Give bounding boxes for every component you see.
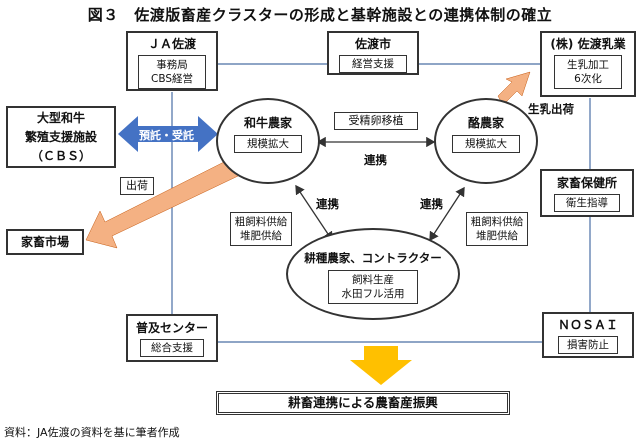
shipment-box: 出荷 [120, 177, 154, 195]
result-arrow [350, 346, 412, 385]
node-health-center-line1: 衛生指導 [566, 197, 608, 209]
feed-supply-left: 粗飼料供給 堆肥供給 [230, 212, 292, 246]
node-nosai-title: ＮＯＳＡＩ [557, 318, 618, 332]
figure-title: 図３ 佐渡版畜産クラスターの形成と基幹施設との連携体制の確立 [87, 6, 553, 24]
link-label-right: 連携 [420, 197, 443, 211]
node-sado-nyugyo-title: (株) 佐渡乳業 [550, 37, 626, 51]
node-health-center: 家畜保健所 衛生指導 [540, 169, 634, 217]
shipment-label: 出荷 [126, 179, 148, 192]
node-dairy-box: 規模拡大 [452, 135, 520, 153]
node-sado-nyugyo-box: 生乳加工 6次化 [554, 55, 622, 89]
result-label: 耕畜連携による農畜産振興 [288, 395, 438, 410]
link-arrow-right [429, 186, 465, 242]
node-ja-sado-box: 事務局 CBS経営 [138, 55, 206, 89]
entrust-label: 預託・受託 [139, 129, 194, 142]
node-nosai-line1: 損害防止 [567, 339, 609, 351]
node-ja-sado-title: ＪＡ佐渡 [147, 37, 196, 51]
node-sado-city: 佐渡市 経営支援 [327, 31, 419, 75]
node-cbs-line1: 大型和牛 [36, 111, 85, 125]
feed-supply-right-line2: 堆肥供給 [476, 230, 518, 242]
result-box: 耕畜連携による農畜産振興 [216, 391, 510, 415]
node-crop-box: 飼料生産 水田フル活用 [328, 270, 418, 304]
link-arrow-left [295, 184, 333, 242]
node-wagyu-title: 和牛農家 [243, 116, 292, 130]
embryo-transfer-box: 受精卵移植 [334, 112, 418, 130]
node-wagyu-box: 規模拡大 [234, 135, 302, 153]
link-label-top: 連携 [364, 153, 387, 167]
node-sado-city-box: 経営支援 [339, 55, 407, 73]
node-livestock-market-title: 家畜市場 [20, 235, 69, 249]
node-sado-city-title: 佐渡市 [354, 37, 391, 51]
node-nosai-box: 損害防止 [558, 336, 618, 354]
node-ja-sado-line2: CBS経営 [150, 73, 193, 85]
node-extension-center: 普及センター 総合支援 [126, 314, 218, 362]
node-sado-nyugyo-line2: 6次化 [574, 73, 602, 85]
milk-shipment-label: 生乳出荷 [528, 102, 574, 116]
node-cbs-line2: 繁殖支援施設 [24, 130, 97, 144]
shipment-arrow [85, 159, 239, 249]
node-ja-sado-line1: 事務局 [156, 59, 188, 71]
feed-supply-right: 粗飼料供給 堆肥供給 [466, 212, 528, 246]
node-extension-center-title: 普及センター [135, 321, 208, 335]
node-crop-farmers: 耕種農家、コントラクター 飼料生産 水田フル活用 [286, 228, 460, 320]
node-health-center-box: 衛生指導 [554, 194, 620, 212]
feed-supply-left-line2: 堆肥供給 [240, 230, 282, 242]
node-wagyu-line1: 規模拡大 [247, 138, 289, 150]
entrust-arrow [118, 116, 218, 152]
node-dairy-farmers: 酪農家 規模拡大 [434, 98, 538, 184]
node-livestock-market: 家畜市場 [6, 229, 84, 255]
node-extension-center-box: 総合支援 [140, 339, 204, 357]
node-cbs: 大型和牛 繁殖支援施設 （ＣＢＳ） [6, 106, 116, 168]
embryo-transfer-label: 受精卵移植 [348, 114, 404, 127]
node-crop-title: 耕種農家、コントラクター [304, 251, 442, 265]
node-sado-nyugyo: (株) 佐渡乳業 生乳加工 6次化 [540, 31, 636, 97]
node-ja-sado: ＪＡ佐渡 事務局 CBS経営 [126, 31, 218, 91]
link-label-left: 連携 [316, 197, 339, 211]
feed-supply-left-line1: 粗飼料供給 [234, 216, 288, 228]
node-dairy-line1: 規模拡大 [465, 138, 507, 150]
node-extension-center-line1: 総合支援 [151, 342, 193, 354]
node-health-center-title: 家畜保健所 [556, 176, 617, 190]
node-nosai: ＮＯＳＡＩ 損害防止 [542, 312, 634, 358]
node-cbs-line3: （ＣＢＳ） [30, 149, 91, 163]
node-crop-line2: 水田フル活用 [341, 288, 405, 300]
node-dairy-title: 酪農家 [467, 116, 504, 130]
node-sado-city-line1: 経営支援 [352, 58, 394, 70]
source-note: 資料：JA佐渡の資料を基に筆者作成 [4, 426, 180, 439]
feed-supply-right-line1: 粗飼料供給 [470, 216, 524, 228]
node-crop-line1: 飼料生産 [352, 274, 394, 286]
node-wagyu-farmers: 和牛農家 規模拡大 [216, 98, 320, 184]
node-sado-nyugyo-line1: 生乳加工 [567, 59, 609, 71]
